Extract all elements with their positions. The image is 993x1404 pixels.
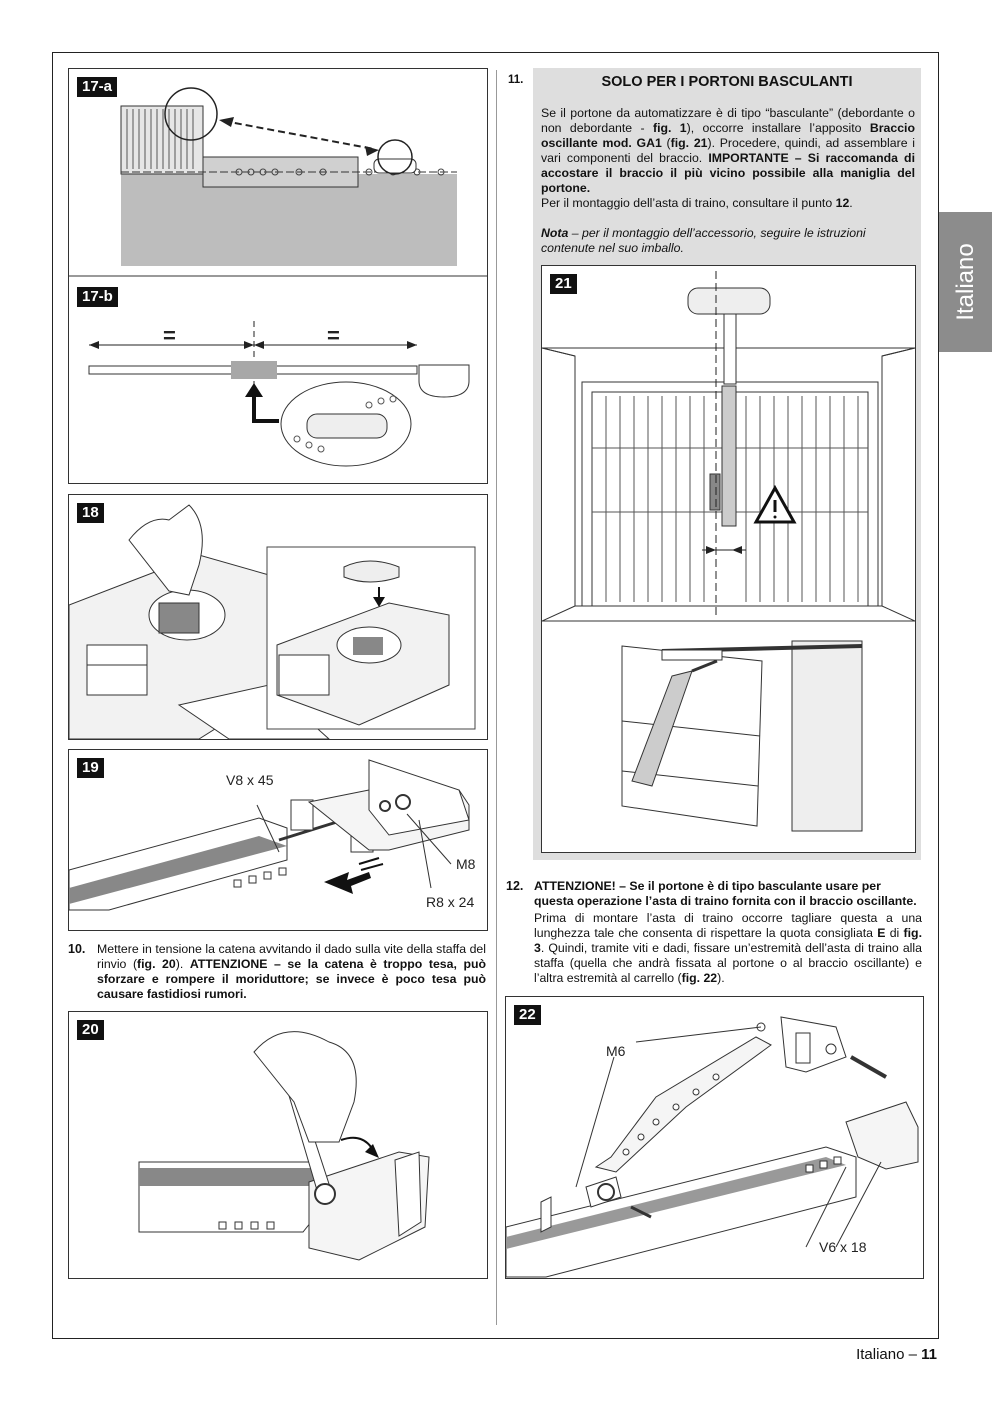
- figure-20-drawing: [138, 1031, 430, 1261]
- fig-3-reference: fig. 3: [534, 926, 922, 955]
- figure-label-22: 22: [514, 1005, 541, 1025]
- language-tab: Italiano: [939, 212, 992, 352]
- figure-22-drawing: [506, 1016, 919, 1278]
- callout-v6x18: V6 x 18: [819, 1239, 867, 1255]
- section-11-number: 11.: [508, 74, 524, 86]
- section-10-text-part2: ).: [175, 957, 190, 971]
- s11-important-note: IMPORTANTE – Si raccomanda di accostare …: [541, 151, 915, 195]
- figure-label-17b: 17-b: [77, 287, 118, 307]
- section-12-number: 12.: [506, 879, 524, 893]
- note-label: Nota: [541, 226, 569, 240]
- note-text: – per il montaggio dell’accessorio, segu…: [541, 226, 866, 255]
- page-footer: Italiano – 11: [856, 1346, 937, 1363]
- ga1-arm-name: Braccio oscillante mod. GA1: [541, 121, 915, 150]
- quota-e: E: [877, 926, 886, 940]
- equal-sign-right: =: [327, 323, 340, 348]
- s11-p1-d: ). Procedere, quindi, ad assemblare i va…: [541, 136, 915, 165]
- section-11-note: Nota – per il montaggio dell’accessorio,…: [541, 226, 915, 256]
- section-12-paragraph: Prima di montare l’asta di traino occorr…: [534, 911, 922, 986]
- callout-m6: M6: [606, 1043, 626, 1059]
- s12-p-d: ).: [717, 971, 725, 985]
- fig-21-reference: fig. 21: [670, 136, 708, 150]
- s12-p-a: Prima di montare l’asta di traino occorr…: [534, 911, 922, 940]
- s12-p-b: di: [885, 926, 904, 940]
- s11-p2-b: .: [849, 196, 853, 210]
- fig-20-reference: fig. 20: [137, 957, 176, 971]
- figure-21-drawing: [542, 271, 915, 832]
- figure-18: 18: [68, 494, 488, 740]
- figure-17-drawing: [69, 87, 487, 467]
- figure-19: 19 V8 x 45 M8 R8 x 24: [68, 749, 488, 931]
- figure-18-drawing: [69, 504, 476, 739]
- callout-r8x24: R8 x 24: [426, 894, 475, 910]
- figure-21: 21: [541, 265, 916, 853]
- figure-20: 20: [68, 1011, 488, 1279]
- figure-label-20: 20: [77, 1020, 104, 1040]
- figure-label-17a: 17-a: [77, 77, 118, 97]
- figure-22: 22 M6 V6 x 18: [505, 996, 924, 1279]
- s12-p-c: . Quindi, tramite viti e dadi, fissare u…: [534, 941, 922, 985]
- figure-17: 17-a 17-b = =: [68, 68, 488, 484]
- section-10-warning: ATTENZIONE – se la catena è troppo tesa,…: [97, 957, 486, 1001]
- section-11-title: SOLO PER I PORTONI BASCULANTI: [601, 74, 853, 90]
- footer-label: Italiano –: [856, 1346, 922, 1363]
- s11-p2-a: Per il montaggio dell’asta di traino, co…: [541, 196, 836, 210]
- figure-label-18: 18: [77, 503, 104, 523]
- page-frame: [52, 52, 939, 1339]
- section-12-warning-text: ATTENZIONE! – Se il portone è di tipo ba…: [534, 879, 917, 908]
- point-12-reference: 12: [835, 196, 850, 210]
- s11-p1-b: ), occorre installare l’apposito: [686, 121, 870, 135]
- s11-p1-a: Se il portone da automatizzare è di tipo…: [541, 106, 915, 135]
- fig-1-reference: fig. 1: [652, 121, 687, 135]
- section-10-number: 10.: [68, 942, 86, 956]
- equal-sign-left: =: [163, 323, 176, 348]
- callout-v8x45: V8 x 45: [226, 772, 274, 788]
- figure-label-19: 19: [77, 758, 104, 778]
- column-divider: [496, 70, 497, 1325]
- language-tab-label: Italiano: [951, 243, 979, 321]
- s11-p1-c: (: [661, 136, 671, 150]
- page-number: 11: [921, 1346, 937, 1363]
- figure-19-drawing: [69, 759, 470, 911]
- section-12-warning: ATTENZIONE! – Se il portone è di tipo ba…: [534, 879, 922, 909]
- fig-22-reference: fig. 22: [681, 971, 718, 985]
- figure-label-21: 21: [550, 274, 577, 294]
- callout-m8: M8: [456, 856, 476, 872]
- section-10-text-part1: Mettere in tensione la catena avvitando …: [97, 942, 486, 971]
- section-10-text: Mettere in tensione la catena avvitando …: [97, 942, 486, 1002]
- section-11-paragraph-1: Se il portone da automatizzare è di tipo…: [541, 106, 915, 211]
